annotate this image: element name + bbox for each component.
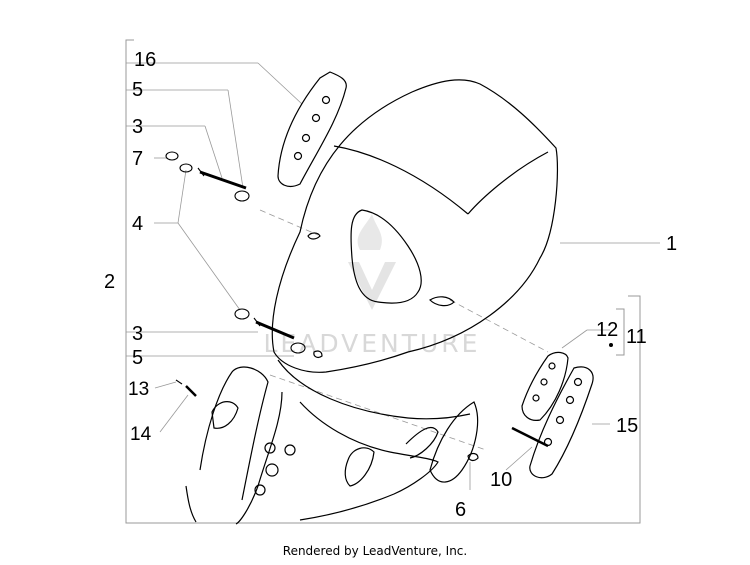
callout-12: 12 (596, 319, 618, 341)
callout-3-lower: 3 (132, 323, 143, 345)
mount-bracket-15 (511, 366, 594, 479)
side-flap (429, 401, 479, 483)
front-fairing (185, 359, 471, 525)
callout-3-upper: 3 (132, 116, 143, 138)
footer-credit: Rendered by LeadVenture, Inc. (282, 544, 468, 558)
callout-14: 14 (130, 424, 152, 445)
windshield (271, 79, 559, 373)
callout-13: 13 (128, 379, 149, 400)
callout-labels: 16 5 3 7 4 2 3 5 13 14 1 12 11 15 10 6 (104, 49, 677, 521)
group-bracket-2 (125, 39, 641, 524)
group-bracket-11 (616, 308, 625, 356)
leader-lines (126, 62, 660, 490)
callout-6: 6 (455, 499, 466, 521)
left-hardware (165, 151, 306, 397)
mount-bracket-16 (277, 71, 347, 188)
callout-11: 11 (626, 326, 647, 348)
callout-1: 1 (666, 233, 677, 255)
callout-2: 2 (104, 271, 115, 293)
callout-7: 7 (132, 148, 143, 170)
callout-5-lower: 5 (132, 347, 143, 369)
callout-5-upper: 5 (132, 79, 143, 101)
callout-4: 4 (132, 213, 143, 235)
mount-bracket-12 (521, 351, 569, 421)
callout-10: 10 (490, 469, 512, 491)
callout-15: 15 (616, 415, 638, 437)
callout-dot (609, 343, 613, 347)
callout-16: 16 (134, 49, 156, 71)
watermark-logo: LEADVENTURE (264, 214, 477, 358)
